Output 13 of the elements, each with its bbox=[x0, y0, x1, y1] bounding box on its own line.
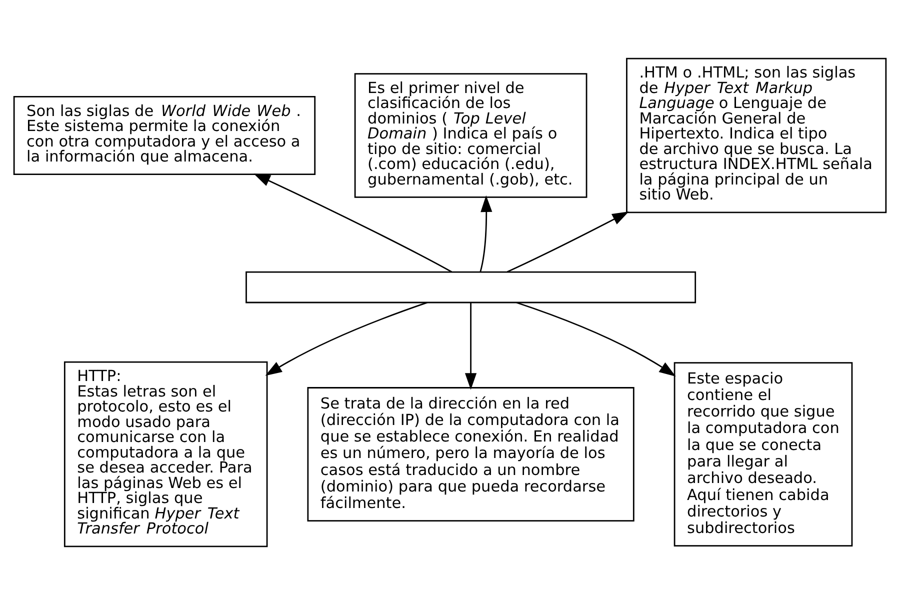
node-box: .HTM o .HTML; son las siglas de Hyper Text Markup Language o Lenguaje de Marcación General de Hipertexto. Indica el tipo de archivo que se busca. La estructura INDEX.HTML señala la página principal de un sitio Web. bbox=[626, 58, 887, 214]
arrow bbox=[506, 212, 629, 272]
node-box: Es el primer nivel de clasificación de los dominios (Top Level Domain) Indica el país o tipo de sitio: comercial (.com) educación (.edu), gubernamental (.gob), etc. bbox=[354, 73, 588, 198]
node-box bbox=[246, 271, 696, 304]
arrow bbox=[265, 302, 428, 376]
arrow bbox=[480, 195, 492, 272]
node-box: Este espacio contiene el recorrido que sigue la computadora con la que se conecta para llegar al archivo deseado. Aquí tienen cabida directorios y subdirectorios bbox=[674, 362, 853, 546]
node-box: Son las siglas de World Wide Web. Este sistema permite la conexión con otra computadora y el acceso a la información que almacena. bbox=[13, 96, 316, 175]
arrow bbox=[464, 302, 477, 390]
arrow bbox=[516, 302, 676, 376]
node-box: HTTP: Estas letras son el protocolo, esto es el modo usado para comunicarse con la computadora a la que se desea acceder. Para las páginas Web es el HTTP, siglas que significan Hyper Text Transfer Protocol bbox=[64, 361, 268, 548]
arrow bbox=[254, 174, 452, 273]
node-box: Se trata de la dirección en la red (dirección IP) de la computadora con la que se establece conexión. En realidad es un número, pero la mayoría de los casos está traducido a un nombre (dominio) para que pueda recordarse fácilmente. bbox=[307, 387, 634, 522]
